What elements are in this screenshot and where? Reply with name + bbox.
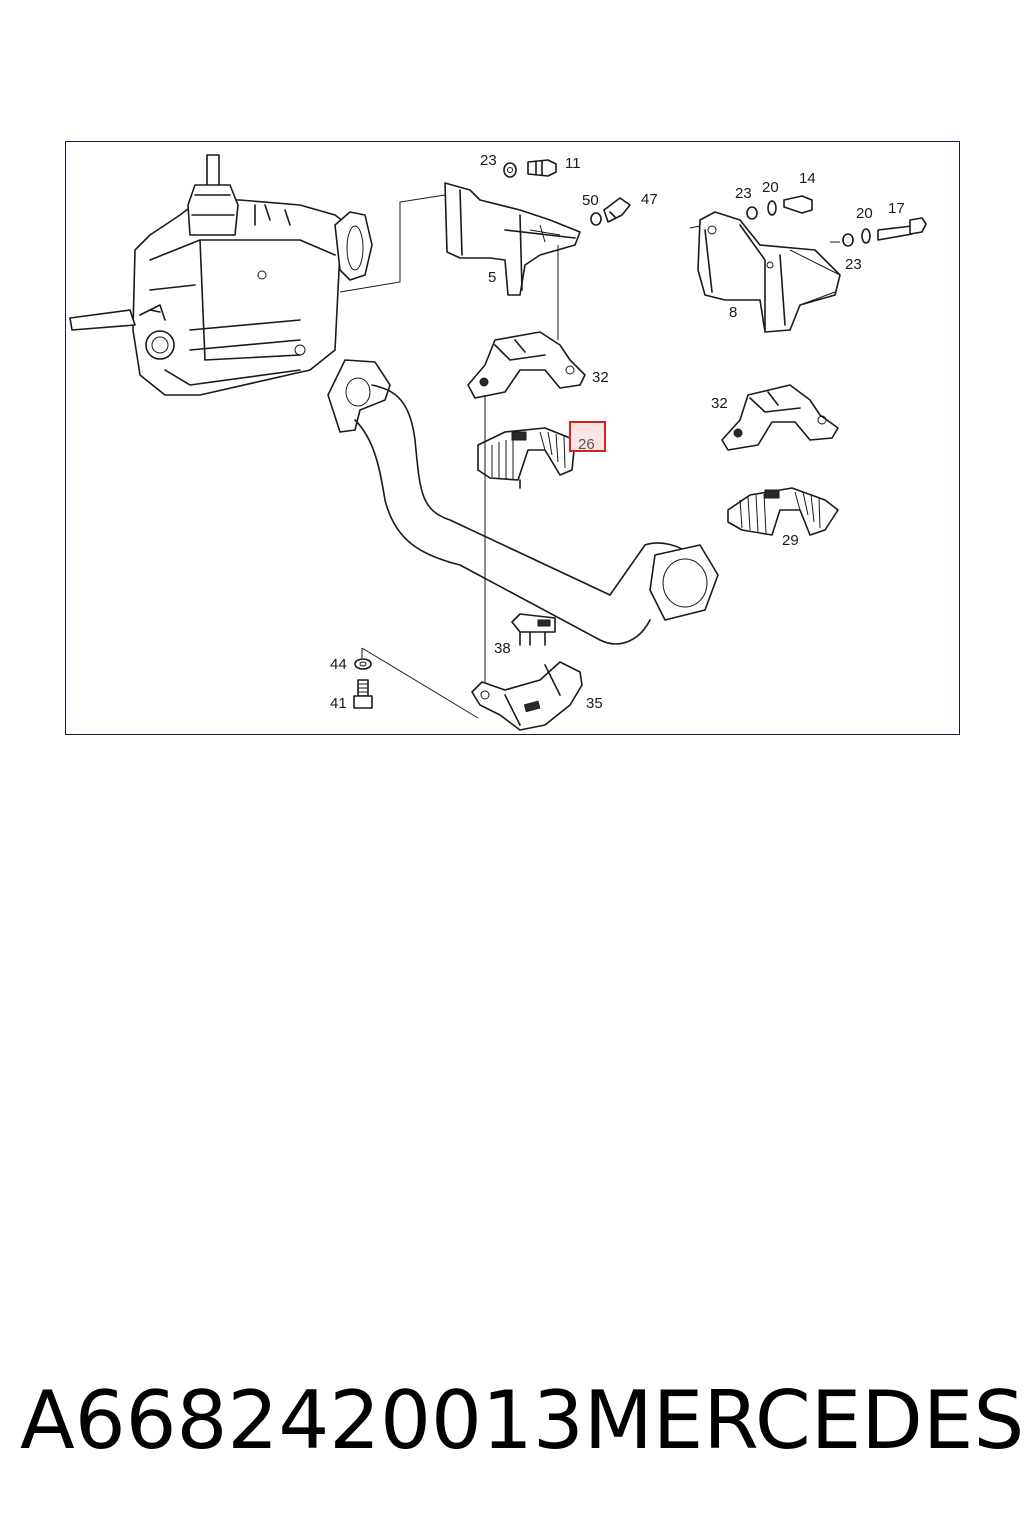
callout-labels: 23 11 50 47 5 23 20 14 20 17 23 8 32 32 … — [330, 152, 905, 712]
callout-label-highlighted: 26 — [578, 436, 595, 453]
rubber-mount-29 — [727, 487, 839, 536]
highlighted-callout: 26 — [569, 421, 606, 453]
bolt-47 — [590, 197, 631, 226]
callout-label: 14 — [799, 170, 816, 187]
callout-label: 38 — [494, 640, 511, 657]
lower-clamp-35 — [471, 661, 583, 731]
caption-bar: A6682420013 MERCEDES — [0, 1370, 1024, 1470]
bracket-part-5 — [444, 182, 581, 296]
callout-label: 23 — [480, 152, 497, 169]
callout-label: 44 — [330, 656, 347, 673]
upper-clamp-32-center — [467, 331, 586, 399]
upper-clamp-32-right — [721, 384, 839, 451]
callout-label: 50 — [582, 192, 599, 209]
bolt-11 — [503, 159, 557, 178]
callout-label: 23 — [845, 256, 862, 273]
hardware-lower-left — [353, 658, 373, 709]
callout-label: 20 — [762, 179, 779, 196]
part-38 — [511, 613, 556, 646]
callout-label: 8 — [729, 304, 737, 321]
callout-label: 32 — [711, 395, 728, 412]
callout-label: 32 — [592, 369, 609, 386]
callout-label: 23 — [735, 185, 752, 202]
gearbox-illustration — [69, 154, 373, 396]
callout-label: 5 — [488, 269, 496, 286]
callout-label: 47 — [641, 191, 658, 208]
part-number: A6682420013 — [20, 1373, 584, 1467]
callout-label: 20 — [856, 205, 873, 222]
callout-label: 35 — [586, 695, 603, 712]
highlight-box — [569, 421, 606, 452]
exhaust-pipe — [327, 359, 719, 645]
callout-label: 11 — [565, 155, 581, 172]
callout-label: 41 — [330, 695, 347, 712]
bracket-part-8 — [697, 211, 841, 333]
hardware-right — [689, 195, 927, 247]
rubber-mount-26 — [477, 427, 576, 489]
callout-label: 29 — [782, 532, 799, 549]
callout-label: 17 — [888, 200, 905, 217]
parts-diagram: 23 11 50 47 5 23 20 14 20 17 23 8 32 32 … — [69, 152, 927, 731]
brand-name: MERCEDES — [583, 1373, 1024, 1467]
